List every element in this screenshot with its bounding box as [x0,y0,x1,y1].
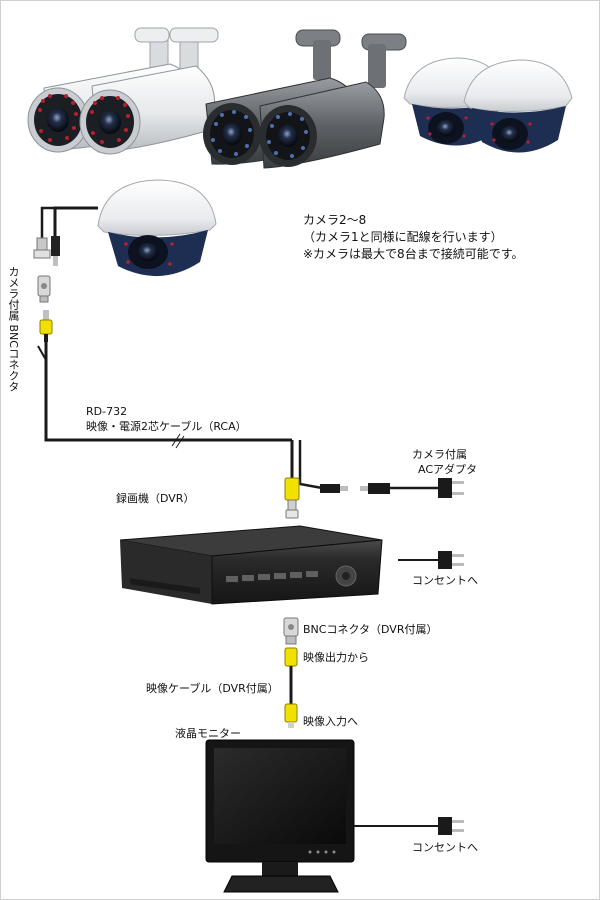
bnc-connector-dvr-label: BNCコネクタ（DVR付属） [303,623,438,636]
ac-adapter-label-2: ACアダプタ [418,463,478,476]
rca-plug-dvr-side [284,477,300,519]
ac-adapter-label-1: カメラ付属 [412,448,467,461]
video-out-label: 映像出力から [303,651,369,664]
note-line-1: カメラ2～8 [303,213,367,227]
ac-adapter-plug-icon [438,478,464,498]
dvr-bnc-connector [283,617,299,645]
camera-dc-plug [51,236,60,266]
dvr-outlet-plug-icon [438,551,464,569]
camera-pigtail-cable-2 [40,206,55,238]
video-cable [284,647,298,728]
bnc-connector-camera-label: カメラ付属 BNCコネクタ [7,266,20,392]
monitor-outlet-label: コンセントへ [412,841,478,854]
camera-bnc-plug [33,237,51,259]
cable-break-mark [171,433,185,449]
video-cable-label: 映像ケーブル（DVR付属） [146,682,279,695]
gray-bullet-camera-pair [203,29,407,169]
note-line-2: （カメラ1と同様に配線を行います） [303,230,503,244]
monitor-outlet-plug-icon [438,817,464,835]
monitor-label: 液晶モニター [175,727,241,740]
white-bullet-camera-pair [27,27,219,155]
bnc-adapter-icon [37,275,51,303]
rca-plug-camera-side [39,310,53,342]
dvr-label: 録画機（DVR） [116,492,195,505]
cable-fork [37,345,47,361]
dc-plug-connector [320,483,390,494]
video-in-label: 映像入力へ [303,715,358,728]
rd-732-cable [44,342,292,442]
dvr-unit [119,525,383,605]
camera-1-dome [97,179,217,277]
power-branch-cable [298,440,323,490]
cable-model-label: RD-732 [86,405,128,418]
camera-note: カメラ2～8 （カメラ1と同様に配線を行います） ※カメラは最大で8台まで接続可… [303,212,524,263]
dome-camera-pair [403,57,573,153]
note-line-3: ※カメラは最大で8台まで接続可能です。 [303,247,524,261]
lcd-monitor [205,739,355,893]
dvr-outlet-label: コンセントへ [412,574,478,587]
cable-desc-label: 映像・電源2芯ケーブル（RCA） [86,420,247,433]
camera-pigtail-cable [53,206,98,236]
